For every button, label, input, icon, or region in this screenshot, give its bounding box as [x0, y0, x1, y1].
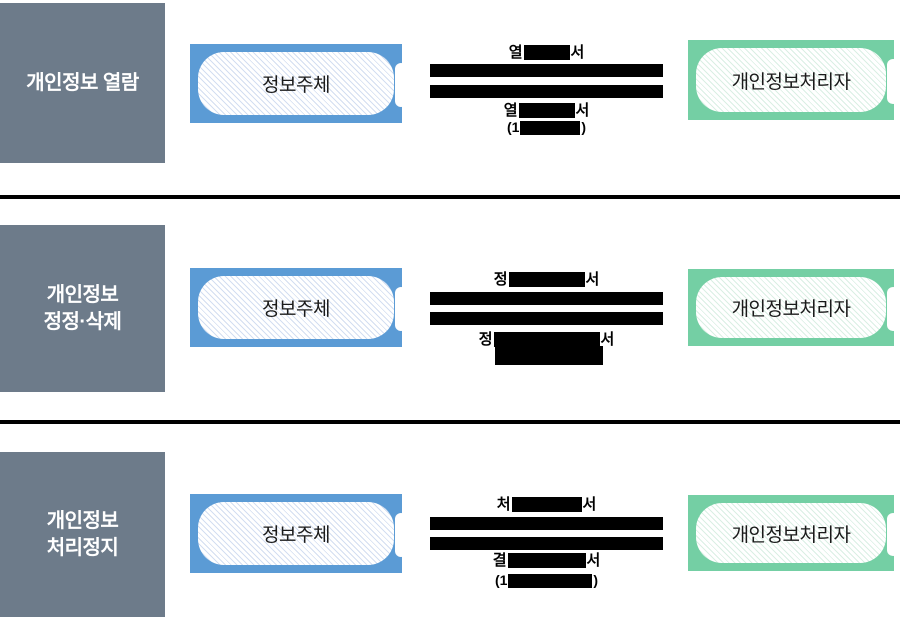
response-label-suffix: 서: [600, 331, 615, 348]
processor-box: 개인정보처리자: [688, 269, 899, 346]
capsule-shadow: [887, 59, 899, 104]
redacted-arrow-bar: [430, 312, 663, 325]
category-label-access: 개인정보 열람: [0, 3, 165, 163]
response-label-prefix: 정: [478, 331, 493, 348]
capsule-shadow: [395, 62, 407, 108]
category-label-processing-stop: 개인정보 처리정지: [0, 452, 165, 617]
processor-label: 개인정보처리자: [696, 48, 886, 112]
redaction-bar: [507, 553, 586, 568]
redaction-bar: [495, 346, 603, 365]
section-divider: [0, 420, 900, 424]
category-line: 개인정보: [46, 509, 119, 532]
duration-prefix: (1: [494, 572, 508, 588]
duration-prefix: (1: [506, 119, 520, 135]
request-label-suffix: 서: [585, 271, 600, 288]
capsule-shadow: [395, 512, 407, 558]
processor-label: 개인정보처리자: [696, 503, 886, 563]
redacted-arrow-bar: [430, 537, 663, 550]
redacted-arrow-bar: [430, 517, 663, 530]
redaction-bar: [511, 497, 582, 512]
capsule-shadow: [887, 513, 899, 556]
redaction-bar: [508, 574, 593, 588]
duration-suffix: ): [581, 119, 587, 135]
redaction-bar: [523, 45, 570, 60]
response-label-prefix: 열: [503, 102, 518, 119]
request-label-suffix: 서: [582, 496, 597, 513]
response-duration-label: (1): [430, 572, 663, 588]
category-label-correction-deletion: 개인정보 정정·삭제: [0, 225, 165, 392]
subject-box: 정보주체: [190, 44, 407, 123]
request-label-prefix: 처: [496, 496, 511, 513]
category-line: 개인정보 열람: [26, 71, 139, 94]
response-label-prefix: 결: [492, 552, 507, 569]
redaction-bar: [520, 121, 581, 135]
redacted-arrow-bar: [430, 292, 663, 305]
redaction-bar: [518, 103, 575, 118]
request-label-prefix: 열: [508, 44, 523, 61]
processor-box: 개인정보처리자: [688, 495, 899, 571]
response-duration-label: (1): [430, 119, 663, 135]
subject-label: 정보주체: [198, 502, 394, 565]
category-line: 처리정지: [46, 536, 119, 559]
section-divider: [0, 195, 900, 199]
response-label-suffix: 서: [586, 552, 601, 569]
redaction-bar: [508, 272, 585, 287]
processor-box: 개인정보처리자: [688, 40, 899, 120]
redacted-arrow-bar: [430, 85, 663, 98]
request-label-prefix: 정: [493, 271, 508, 288]
subject-label: 정보주체: [198, 52, 394, 115]
subject-box: 정보주체: [190, 268, 407, 347]
capsule-shadow: [887, 287, 899, 331]
response-label-suffix: 서: [575, 102, 590, 119]
category-line: 개인정보: [46, 283, 119, 306]
request-label-suffix: 서: [570, 44, 585, 61]
processor-label: 개인정보처리자: [696, 277, 886, 338]
redacted-arrow-bar: [430, 64, 663, 77]
redaction-bar: [493, 332, 600, 347]
category-line: 정정·삭제: [43, 310, 122, 333]
duration-suffix: ): [593, 572, 599, 588]
subject-label: 정보주체: [198, 276, 394, 339]
capsule-shadow: [395, 286, 407, 332]
subject-box: 정보주체: [190, 494, 407, 573]
